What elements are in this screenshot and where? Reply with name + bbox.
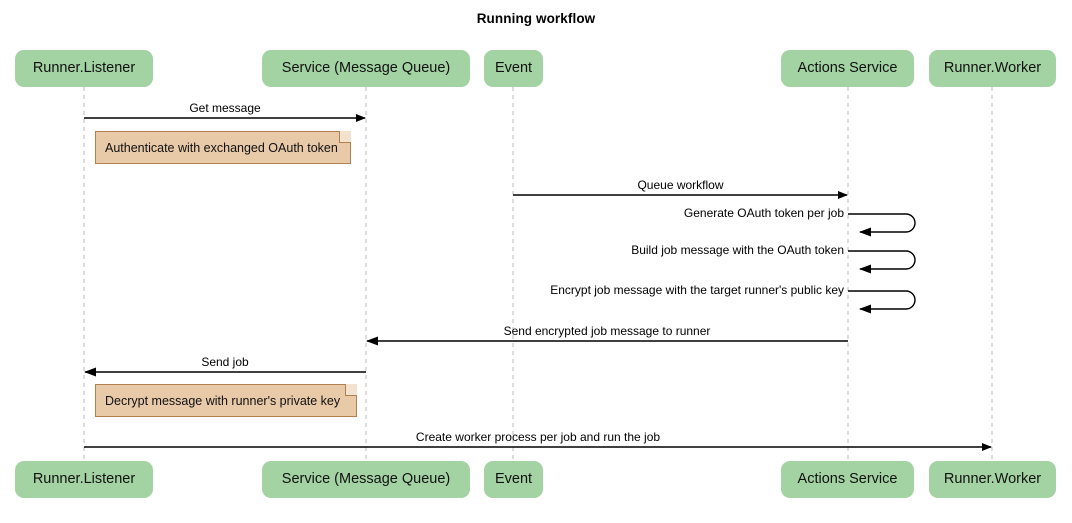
message-label-queue-workflow: Queue workflow [637,178,724,192]
message-label-send-job: Send job [201,355,249,369]
self-loop-encrypt-job-message [848,290,916,314]
actor-label: Runner.Worker [943,60,1042,77]
message-label-create-worker-process: Create worker process per job and run th… [415,430,661,444]
actor-label: Runner.Listener [32,60,136,77]
actor-label: Service (Message Queue) [281,471,451,488]
actor-runner-worker-bottom[interactable]: Runner.Worker [929,461,1056,498]
messages-group [84,114,992,451]
actor-runner-listener-bottom[interactable]: Runner.Listener [15,461,153,498]
note-decrypt: Decrypt message with runner's private ke… [95,384,357,417]
actor-service-mq-bottom[interactable]: Service (Message Queue) [262,461,470,498]
message-label-generate-oauth-token-per-job: Generate OAuth token per job [683,206,844,220]
lifelines-group [83,87,993,461]
message-label-send-encrypted-job-message: Send encrypted job message to runner [503,324,711,338]
note-authenticate: Authenticate with exchanged OAuth token [95,131,351,164]
actor-label: Service (Message Queue) [281,60,451,77]
actor-actions-service-top[interactable]: Actions Service [781,50,914,87]
note-label: Authenticate with exchanged OAuth token [105,140,338,155]
message-label-build-job-message: Build job message with the OAuth token [631,243,844,257]
actor-event-top[interactable]: Event [484,50,543,87]
actor-label: Actions Service [797,471,898,488]
note-label: Decrypt message with runner's private ke… [105,393,341,408]
message-label-get-message: Get message [189,101,261,115]
note-fold-corner-icon [345,384,357,396]
self-loop-build-job-message [848,250,916,274]
actor-label: Runner.Listener [32,471,136,488]
actor-label: Event [494,60,533,77]
actor-runner-listener-top[interactable]: Runner.Listener [15,50,153,87]
note-fold-corner-icon [339,131,351,143]
actor-label: Actions Service [797,60,898,77]
actor-actions-service-bottom[interactable]: Actions Service [781,461,914,498]
self-loop-generate-oauth-token-per-job [848,213,916,237]
actor-label: Runner.Worker [943,471,1042,488]
actor-event-bottom[interactable]: Event [484,461,543,498]
actor-service-mq-top[interactable]: Service (Message Queue) [262,50,470,87]
actor-runner-worker-top[interactable]: Runner.Worker [929,50,1056,87]
message-label-encrypt-job-message: Encrypt job message with the target runn… [550,283,844,297]
actor-label: Event [494,471,533,488]
page-title: Running workflow [476,11,596,26]
